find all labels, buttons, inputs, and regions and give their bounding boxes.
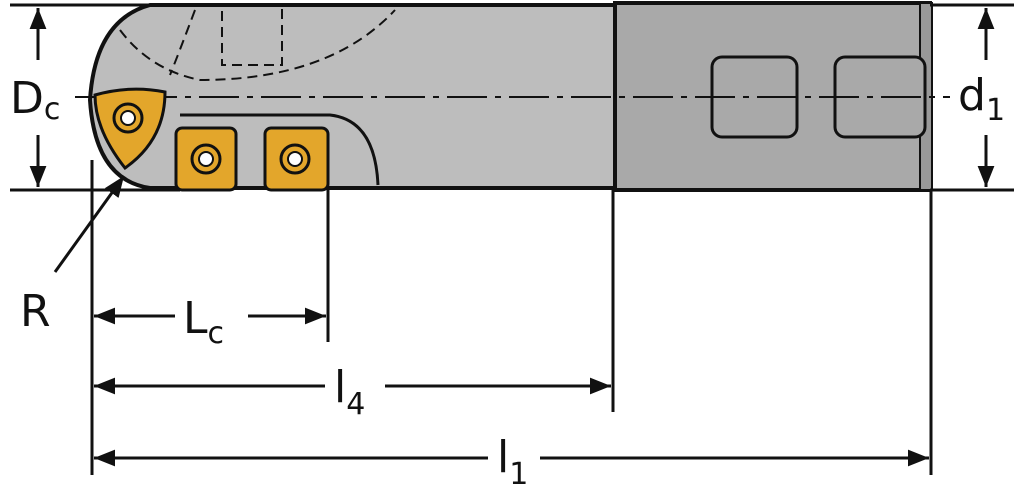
d1-subscript: 1: [986, 93, 1005, 128]
dimension-l4: l4: [94, 362, 611, 422]
l1-label: l: [497, 432, 509, 483]
chip-flute: [180, 113, 380, 186]
svg-text:d1: d1: [958, 70, 1005, 128]
dimension-lc: Lc: [94, 293, 326, 351]
d1-label: d: [958, 70, 986, 121]
extension-lines: [10, 3, 1014, 475]
dc-subscript: c: [44, 92, 61, 127]
svg-text:Lc: Lc: [183, 293, 224, 351]
l1-subscript: 1: [509, 457, 528, 492]
svg-text:l1: l1: [497, 432, 528, 492]
dimension-d1: d1: [958, 8, 1005, 187]
l4-subscript: 4: [346, 387, 365, 422]
round-insert: [93, 87, 167, 171]
dimension-r: R: [20, 175, 126, 337]
hidden-lines: [119, 4, 396, 82]
square-insert-1: [174, 126, 238, 192]
l4-label: l: [334, 362, 346, 413]
lc-label: L: [183, 293, 208, 344]
svg-text:Dc: Dc: [10, 73, 60, 127]
square-insert-2: [263, 126, 330, 192]
svg-text:l4: l4: [334, 362, 365, 422]
dimension-dc: Dc: [10, 8, 60, 187]
lc-subscript: c: [208, 316, 225, 351]
dimension-l1: l1: [94, 432, 929, 492]
dc-label: D: [10, 73, 44, 124]
r-label: R: [20, 286, 51, 337]
